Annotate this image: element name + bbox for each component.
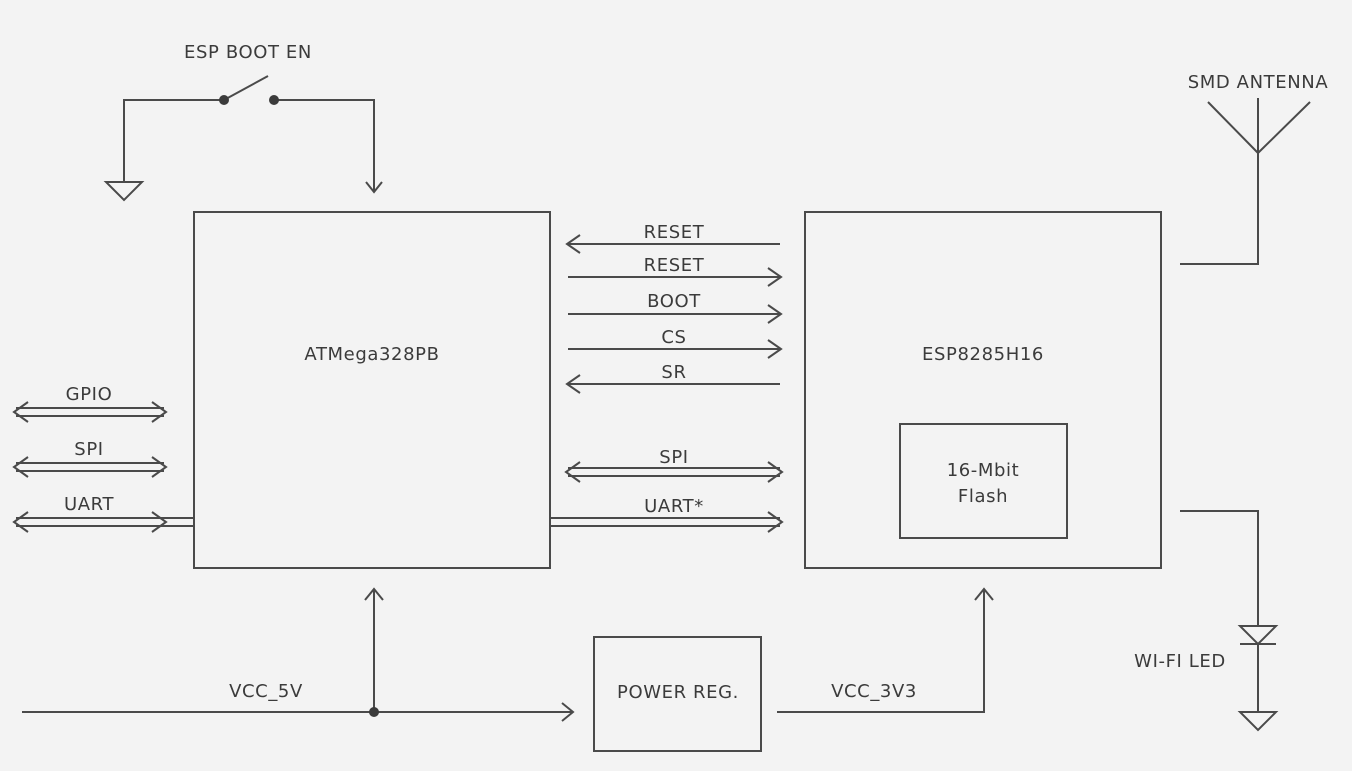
flash-label-line1: 16-Mbit: [947, 460, 1020, 481]
reset-in-signal: RESET: [565, 222, 780, 254]
ground-icon: [103, 181, 145, 202]
wifi-module-block: ESP8285H16 16-Mbit Flash: [804, 211, 1162, 569]
spi-port-label: SPI: [74, 439, 103, 460]
sr-signal: SR: [565, 362, 780, 394]
flash-label-line2: Flash: [958, 486, 1008, 507]
sr-label: SR: [661, 362, 686, 383]
flash-block: 16-Mbit Flash: [899, 423, 1068, 539]
cs-signal: CS: [568, 327, 783, 359]
ground-icon: [1237, 711, 1279, 732]
wifi-led: WI-FI LED: [1134, 510, 1279, 712]
reset-out-signal: RESET: [568, 255, 783, 287]
uart-bus: UART*: [551, 496, 784, 533]
boot-signal: BOOT: [568, 291, 783, 324]
boot-label: BOOT: [647, 291, 701, 312]
vcc-5v-label: VCC_5V: [229, 681, 303, 702]
wifi-module-label: ESP8285H16: [922, 344, 1044, 365]
led-label: WI-FI LED: [1134, 651, 1226, 672]
vcc-5v-rail: VCC_5V: [22, 587, 575, 722]
vcc-3v3-rail: VCC_3V3: [777, 587, 994, 713]
spi-bus: SPI: [564, 447, 784, 483]
uart-bus-label: UART*: [644, 496, 704, 517]
antenna-label: SMD ANTENNA: [1188, 72, 1329, 93]
mcu-label: ATMega328PB: [304, 344, 439, 365]
gpio-port: GPIO: [12, 384, 168, 423]
power-regulator: POWER REG.: [593, 636, 762, 752]
mcu-block: ATMega328PB: [193, 211, 551, 569]
spi-bus-label: SPI: [659, 447, 688, 468]
gpio-label: GPIO: [66, 384, 113, 405]
boot-switch-label: ESP BOOT EN: [184, 42, 312, 63]
reset-out-label: RESET: [644, 255, 705, 276]
spi-port: SPI: [12, 439, 168, 478]
boot-switch: ESP BOOT EN: [123, 42, 383, 194]
power-reg-label: POWER REG.: [617, 682, 739, 703]
antenna-icon: SMD ANTENNA: [1180, 72, 1329, 265]
uart-port: UART: [12, 494, 194, 533]
uart-port-label: UART: [64, 494, 114, 515]
cs-label: CS: [661, 327, 686, 348]
reset-in-label: RESET: [644, 222, 705, 243]
led-icon: [1237, 625, 1279, 646]
vcc-3v3-label: VCC_3V3: [831, 681, 917, 702]
